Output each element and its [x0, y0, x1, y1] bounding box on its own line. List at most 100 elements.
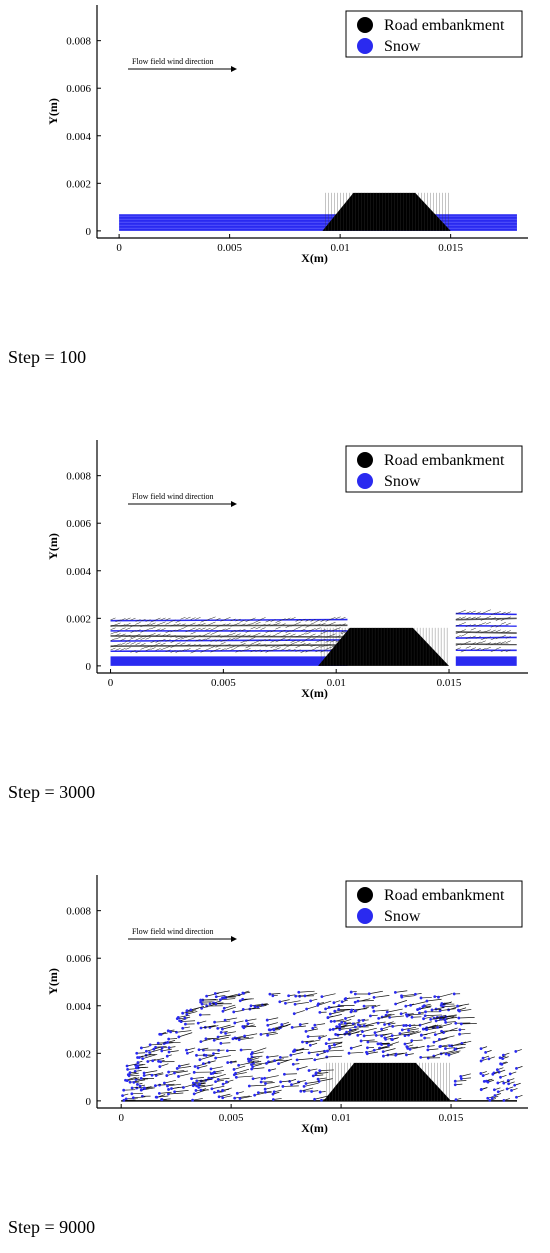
snow-particle	[212, 1038, 216, 1042]
y-tick-label: 0.008	[66, 906, 91, 918]
snow-particle	[278, 1000, 282, 1004]
y-tick-label: 0.008	[66, 471, 91, 483]
velocity-vector	[470, 635, 476, 639]
snow-particle	[332, 1043, 336, 1046]
velocity-vector	[265, 1082, 275, 1084]
snow-particle	[338, 1023, 341, 1026]
snow-particle	[290, 1083, 293, 1087]
velocity-vector	[435, 1006, 445, 1010]
velocity-vector	[505, 622, 511, 626]
snow-particle	[160, 1098, 164, 1101]
velocity-vector	[195, 638, 201, 642]
velocity-vector	[408, 1031, 422, 1036]
snow-particle	[154, 1074, 158, 1077]
snow-particle	[292, 1012, 296, 1016]
velocity-vector	[273, 1098, 282, 1100]
velocity-vector	[255, 619, 261, 623]
velocity-vector	[162, 1098, 171, 1100]
velocity-vector	[320, 631, 326, 635]
legend-marker-road-embankment	[357, 452, 373, 468]
velocity-vector	[199, 1055, 214, 1061]
snow-particle	[313, 1097, 317, 1101]
snow-particle	[460, 1042, 464, 1045]
velocity-vector	[130, 624, 136, 628]
snow-particle	[390, 1034, 394, 1038]
velocity-vector	[245, 619, 251, 622]
velocity-vector	[290, 617, 296, 620]
velocity-vector	[285, 632, 291, 636]
snow-particle	[152, 1047, 156, 1051]
velocity-vector	[164, 1079, 176, 1084]
snow-particle	[280, 1023, 284, 1026]
snow-particle	[402, 1024, 406, 1027]
snow-particle	[320, 995, 324, 999]
velocity-vector	[475, 624, 481, 627]
snow-particle	[219, 1041, 223, 1045]
velocity-vector	[433, 1052, 445, 1057]
velocity-vector	[427, 1048, 439, 1051]
velocity-vector	[374, 1028, 389, 1033]
snow-particle	[219, 1031, 223, 1034]
velocity-vector	[210, 621, 216, 625]
velocity-vector	[151, 1072, 164, 1076]
velocity-vector	[310, 633, 316, 637]
snow-particle	[366, 1046, 369, 1050]
velocity-vector	[205, 627, 211, 631]
velocity-vector	[367, 1051, 379, 1055]
snow-particle	[199, 1088, 203, 1092]
snow-particle	[136, 1083, 139, 1086]
snow-particle	[484, 1050, 488, 1054]
snow-particle	[458, 1009, 461, 1013]
velocity-vector	[220, 648, 226, 651]
velocity-vector	[439, 1035, 455, 1040]
x-tick-label: 0	[118, 1112, 124, 1124]
velocity-vector	[310, 622, 316, 625]
velocity-vector	[329, 1037, 343, 1040]
velocity-vector	[315, 623, 321, 627]
snow-particle	[344, 1017, 347, 1020]
x-tick-label: 0.015	[439, 1112, 464, 1124]
velocity-vector	[225, 647, 231, 650]
velocity-vector	[280, 634, 286, 638]
velocity-vector	[465, 616, 471, 620]
snow-particle	[328, 1012, 332, 1016]
velocity-vector	[270, 623, 276, 627]
velocity-vector	[260, 1031, 277, 1035]
snow-particle	[200, 1006, 204, 1010]
velocity-vector	[300, 628, 306, 632]
snow-particle	[393, 990, 397, 994]
velocity-vector	[182, 1010, 194, 1014]
velocity-vector	[485, 646, 491, 650]
snow-particle	[405, 1014, 409, 1018]
velocity-vector	[280, 1080, 291, 1083]
velocity-vector	[180, 649, 186, 652]
snow-particle	[496, 1090, 500, 1094]
velocity-vector	[470, 647, 476, 650]
velocity-vector	[295, 649, 301, 652]
velocity-vector	[245, 639, 251, 642]
snow-particle	[381, 1050, 385, 1054]
velocity-vector	[280, 648, 286, 651]
snow-particle	[307, 1051, 311, 1055]
snow-particle	[267, 1068, 271, 1072]
velocity-vector	[217, 1034, 231, 1038]
snow-particle	[284, 1001, 287, 1005]
snow-particle	[247, 1059, 251, 1063]
velocity-vector	[241, 1049, 252, 1051]
velocity-vector	[110, 638, 116, 641]
snow-particle	[122, 1088, 126, 1092]
velocity-vector	[191, 1077, 204, 1080]
velocity-vector	[260, 634, 266, 637]
snow-particle	[436, 1025, 439, 1029]
snow-particle	[154, 1045, 157, 1049]
snow-particle	[265, 1062, 268, 1065]
velocity-vector	[120, 624, 126, 627]
velocity-vector	[149, 1048, 163, 1053]
velocity-vector	[285, 648, 291, 652]
velocity-vector	[470, 610, 476, 614]
legend-label: Snow	[384, 473, 421, 490]
snow-particle	[167, 1088, 170, 1091]
velocity-vector	[185, 643, 191, 647]
velocity-vector	[180, 635, 186, 639]
